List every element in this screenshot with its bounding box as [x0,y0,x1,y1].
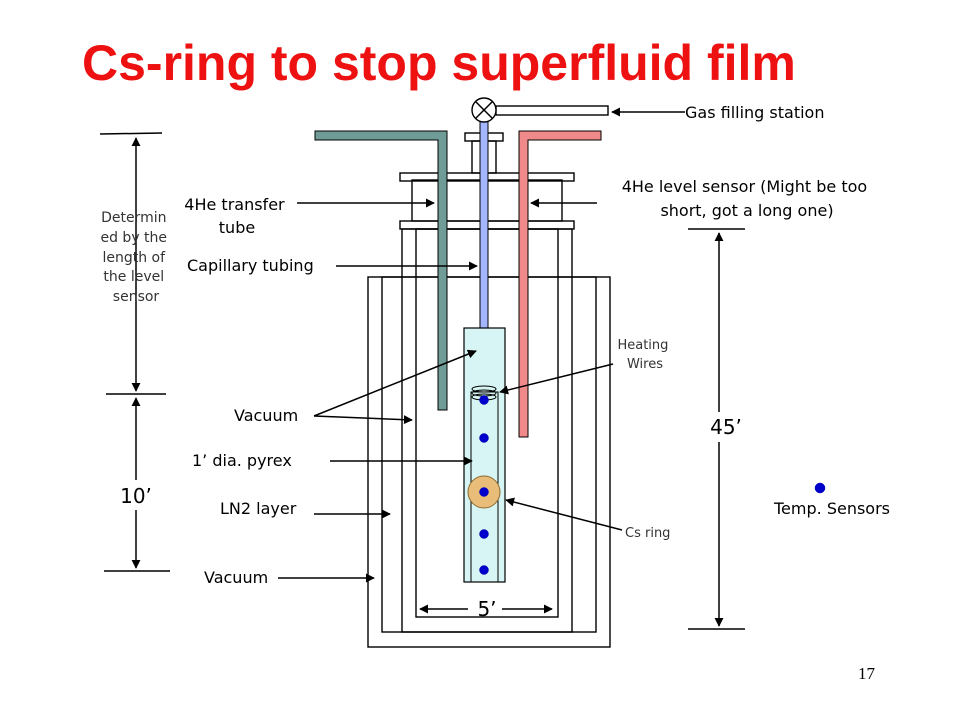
height-10-label: 10’ [120,484,152,508]
temp-sensor-dot [479,395,489,405]
ln2-label: LN2 layer [220,499,297,518]
temp-sensor-dot [479,433,489,443]
pyrex-label: 1’ dia. pyrex [192,451,292,470]
temp-sensor-dot [479,487,489,497]
heating-wires-label: Heating Wires [617,338,672,372]
heating-wires-arrow [499,363,614,395]
vacuum-arrow-vessel [313,415,413,425]
cs-ring-arrow [505,497,623,531]
cs-ring-label: Cs ring [625,526,670,541]
level-note-label: Determin ed by the length of the level s… [100,210,171,305]
vacuum-bottom-label: Vacuum [204,568,268,587]
transfer-tube-label: 4He transfer tube [184,195,289,237]
level-sensor-label: 4He level sensor (Might be too short, go… [622,177,873,220]
level-sensor-tube [518,130,602,438]
transfer-tube [314,130,448,411]
page-number: 17 [858,664,876,683]
width-5-label: 5’ [477,597,496,621]
gas-filling-line [495,105,609,116]
temp-sensor-legend-dot [814,482,826,494]
height-45-label: 45’ [710,415,742,439]
vacuum-arrow-pyrex [313,349,477,417]
vacuum-top-label: Vacuum [234,406,298,425]
pyrex-tube [463,327,506,583]
gas-filling-label: Gas filling station [685,103,824,122]
temp-sensor-dot [479,565,489,575]
valve-icon [471,97,497,123]
capillary-label: Capillary tubing [187,256,314,275]
temp-sensor-dot [479,529,489,539]
page-title: Cs-ring to stop superfluid film [82,35,796,91]
dimension-tick [99,132,163,135]
temp-sensors-label: Temp. Sensors [773,499,890,518]
